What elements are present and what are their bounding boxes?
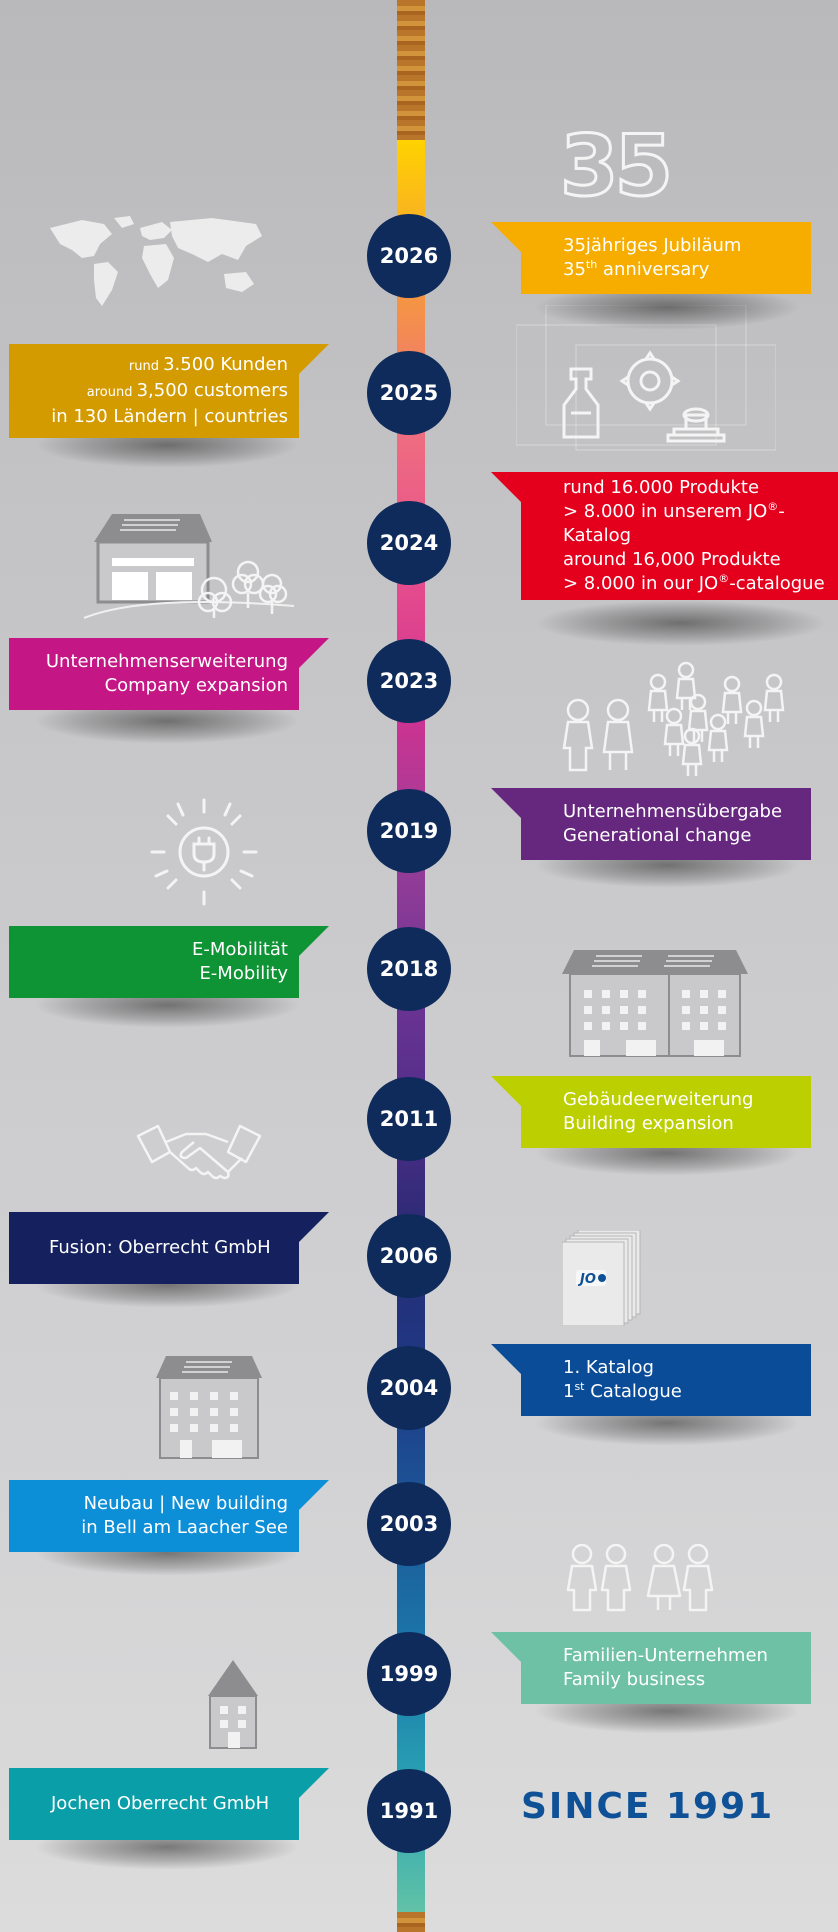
milestone-text: Unternehmensübergabe xyxy=(563,801,783,822)
milestone-text: Generational change xyxy=(563,825,752,846)
year-circle-2023: 2023 xyxy=(367,639,451,723)
milestone-text: Familien-Unternehmen xyxy=(563,1645,768,1666)
milestone-card-2023: Unternehmenserweiterung Company expansio… xyxy=(9,638,299,710)
family-group-icon xyxy=(562,661,785,776)
card-tab xyxy=(491,472,521,502)
milestone-text: Neubau | New building xyxy=(83,1493,288,1514)
milestone-card-2003: Neubau | New building in Bell am Laacher… xyxy=(9,1480,299,1552)
milestone-text: Unternehmenserweiterung xyxy=(45,651,288,672)
milestone-text: Gebäudeerweiterung xyxy=(563,1089,754,1110)
milestone-card-2006: Fusion: Oberrecht GmbH xyxy=(9,1212,299,1284)
anniversary-number: 35 xyxy=(559,117,675,215)
catalogue-icon: JO xyxy=(562,1230,641,1326)
milestone-card-2026: 35jähriges Jubiläum 35th anniversary xyxy=(521,222,811,294)
card-tab xyxy=(299,1480,329,1510)
card-tab xyxy=(491,788,521,818)
machine-parts-icon xyxy=(516,305,776,451)
card-tab xyxy=(491,222,521,252)
milestone-text: around 16,000 Produkte xyxy=(563,549,781,570)
milestone-text: rund 3.500 Kunden xyxy=(128,354,288,375)
milestone-card-1999: Familien-Unternehmen Family business xyxy=(521,1632,811,1704)
warehouse-icon xyxy=(84,514,294,619)
card-tab xyxy=(299,1768,329,1798)
family-icon xyxy=(566,1544,714,1612)
year-circle-2011: 2011 xyxy=(367,1077,451,1161)
card-tab xyxy=(299,638,329,668)
ev-plug-icon xyxy=(150,798,258,906)
year-circle-2025: 2025 xyxy=(367,351,451,435)
wood-bar-top xyxy=(397,0,425,140)
milestone-text: E-Mobilität xyxy=(192,939,288,960)
year-circle-1991: 1991 xyxy=(367,1769,451,1853)
milestone-text: Fusion: Oberrecht GmbH xyxy=(49,1237,271,1258)
catalogue-logo-text: JO xyxy=(577,1272,596,1287)
year-circle-2006: 2006 xyxy=(367,1214,451,1298)
milestone-text: Company expansion xyxy=(104,675,288,696)
milestone-text: Building expansion xyxy=(563,1113,734,1134)
large-building-icon xyxy=(562,950,748,1057)
year-circle-2004: 2004 xyxy=(367,1346,451,1430)
year-circle-1999: 1999 xyxy=(367,1632,451,1716)
card-shadow xyxy=(534,600,828,646)
milestone-text: 35jähriges Jubiläum xyxy=(563,235,742,256)
card-tab xyxy=(299,1212,329,1242)
year-circle-2003: 2003 xyxy=(367,1482,451,1566)
milestone-card-2018: E-Mobilität E-Mobility xyxy=(9,926,299,998)
milestone-card-2024: rund 16.000 Produkte > 8.000 in unserem … xyxy=(521,472,838,600)
milestone-text: 1. Katalog xyxy=(563,1357,654,1378)
year-circle-2024: 2024 xyxy=(367,501,451,585)
small-house-icon xyxy=(208,1660,258,1749)
milestone-card-2011: Gebäudeerweiterung Building expansion xyxy=(521,1076,811,1148)
milestone-text: rund 16.000 Produkte xyxy=(563,477,760,498)
milestone-text: Family business xyxy=(563,1669,706,1690)
office-building-icon xyxy=(156,1356,262,1459)
milestone-card-2019: Unternehmensübergabe Generational change xyxy=(521,788,811,860)
milestone-card-2025: rund 3.500 Kunden around 3,500 customers… xyxy=(9,344,299,438)
milestone-text: 35th anniversary xyxy=(563,258,710,280)
milestone-text: around 3,500 customers xyxy=(86,380,288,401)
card-tab xyxy=(299,926,329,956)
card-tab xyxy=(491,1076,521,1106)
milestone-text: > 8.000 in unserem JO®-Katalog xyxy=(563,500,785,546)
year-circle-2018: 2018 xyxy=(367,927,451,1011)
milestone-card-1991: Jochen Oberrecht GmbH xyxy=(9,1768,299,1840)
milestone-text: Jochen Oberrecht GmbH xyxy=(51,1793,270,1814)
year-circle-2019: 2019 xyxy=(367,789,451,873)
wood-bar-bottom xyxy=(397,1912,425,1932)
milestone-card-2004: 1. Katalog 1st Catalogue xyxy=(521,1344,811,1416)
milestone-text: > 8.000 in our JO®-catalogue xyxy=(563,572,825,594)
card-tab xyxy=(491,1344,521,1374)
milestone-text: in 130 Ländern | countries xyxy=(51,406,288,427)
card-tab xyxy=(491,1632,521,1662)
milestone-text: 1st Catalogue xyxy=(563,1380,682,1402)
card-tab xyxy=(299,344,329,374)
world-map-icon xyxy=(50,216,262,306)
milestone-text: E-Mobility xyxy=(199,963,288,984)
timeline-bar xyxy=(397,140,425,1912)
since-text: SINCE 1991 xyxy=(521,1786,775,1827)
milestone-text: in Bell am Laacher See xyxy=(81,1517,288,1538)
year-circle-2026: 2026 xyxy=(367,214,451,298)
handshake-icon xyxy=(136,1124,262,1180)
